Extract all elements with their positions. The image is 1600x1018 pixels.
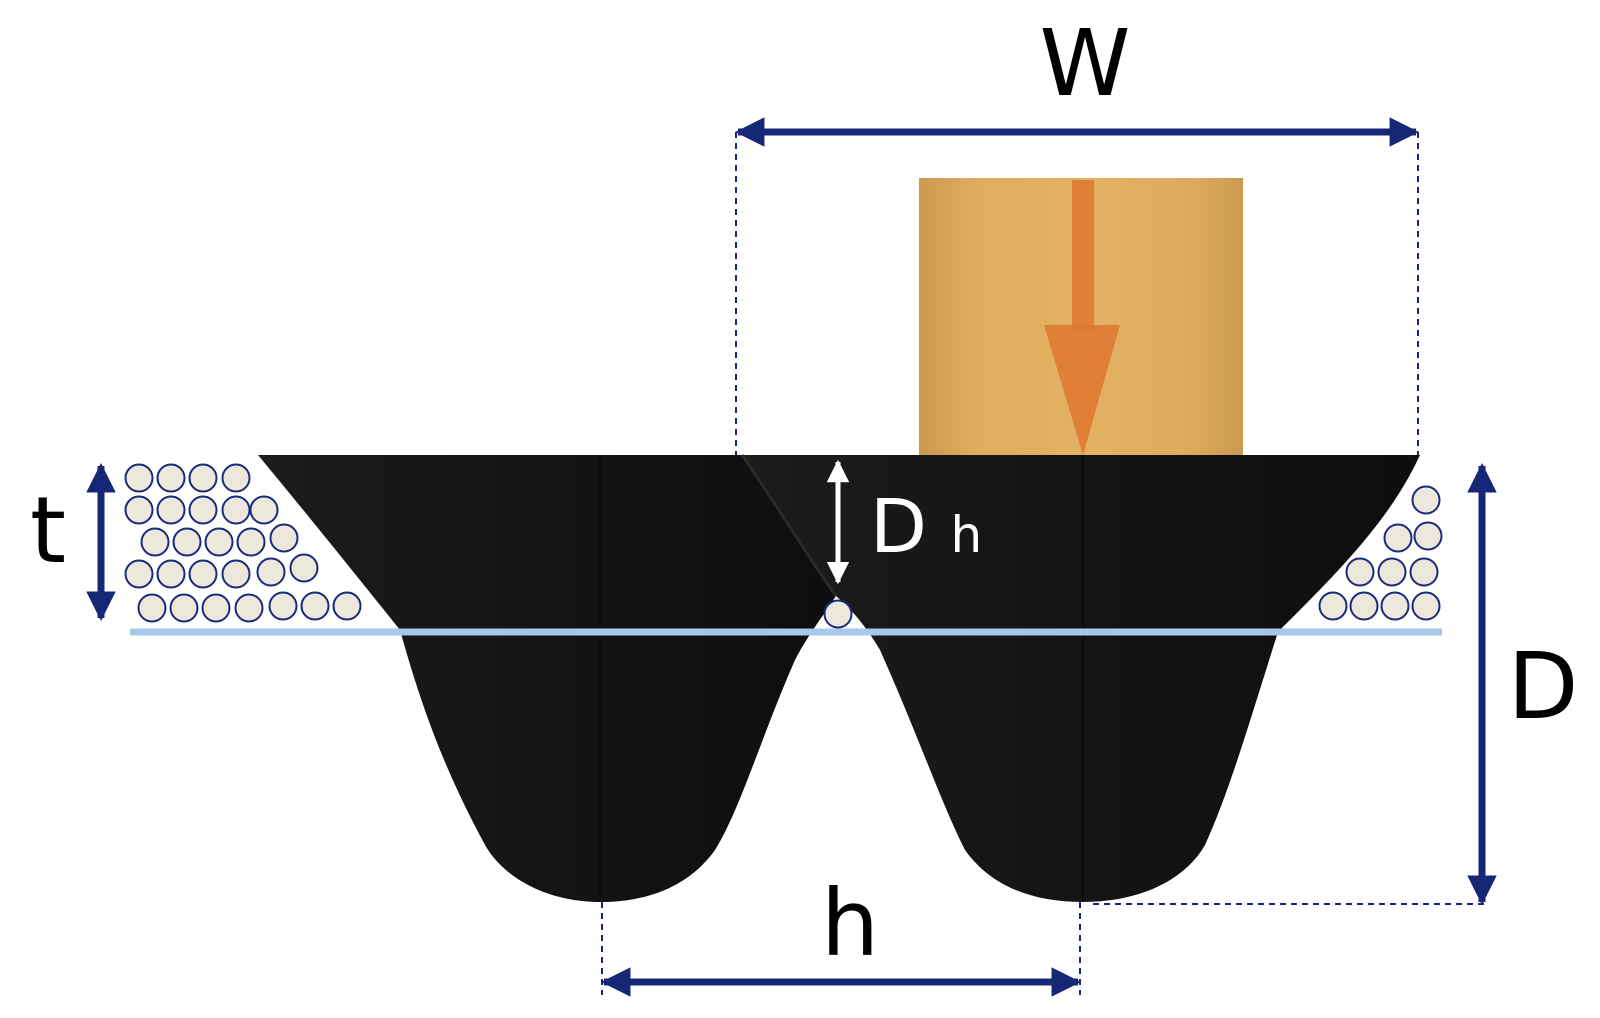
label-d: D [1508, 633, 1579, 740]
forming-tool [258, 454, 1420, 902]
labels: W t D h D h [30, 10, 1578, 977]
label-dh-sub: h [951, 506, 983, 564]
particle [124, 463, 154, 493]
particle [269, 523, 299, 553]
dimension-arrows [86, 117, 1497, 997]
particle [332, 591, 362, 621]
label-w: W [1040, 10, 1131, 117]
down-arrow-icon [1044, 180, 1120, 455]
particle-bed [124, 463, 1443, 629]
label-h: h [821, 870, 879, 977]
particle [188, 463, 218, 493]
particle [249, 495, 279, 525]
particle [1377, 557, 1407, 587]
particle [1411, 485, 1441, 515]
particle [201, 593, 231, 623]
particle [1413, 521, 1443, 551]
particle [1383, 523, 1413, 553]
particle [1345, 557, 1375, 587]
particle [156, 463, 186, 493]
particle [156, 495, 186, 525]
tool-right-cone [742, 455, 1420, 902]
particle [1318, 591, 1348, 621]
particle [823, 599, 853, 629]
particle [204, 527, 234, 557]
label-dh-main: D [870, 484, 927, 570]
particle [234, 593, 264, 623]
particle [188, 495, 218, 525]
particle [140, 527, 170, 557]
particle [236, 527, 266, 557]
tool-middle-ridge [740, 454, 838, 597]
particle [289, 553, 319, 583]
particle [1411, 591, 1441, 621]
particle [1409, 557, 1439, 587]
label-t: t [30, 477, 66, 584]
particle [124, 495, 154, 525]
particle [169, 593, 199, 623]
particle [188, 559, 218, 589]
label-dh: D h [870, 484, 982, 570]
particle [268, 591, 298, 621]
particle [1380, 591, 1410, 621]
particle [172, 527, 202, 557]
particle [124, 559, 154, 589]
particle [137, 593, 167, 623]
particle [221, 495, 251, 525]
particle [300, 591, 330, 621]
particle [221, 463, 251, 493]
tool-left-cone [258, 455, 836, 902]
particle [156, 559, 186, 589]
particle [256, 557, 286, 587]
particle [1349, 591, 1379, 621]
particle [221, 559, 251, 589]
